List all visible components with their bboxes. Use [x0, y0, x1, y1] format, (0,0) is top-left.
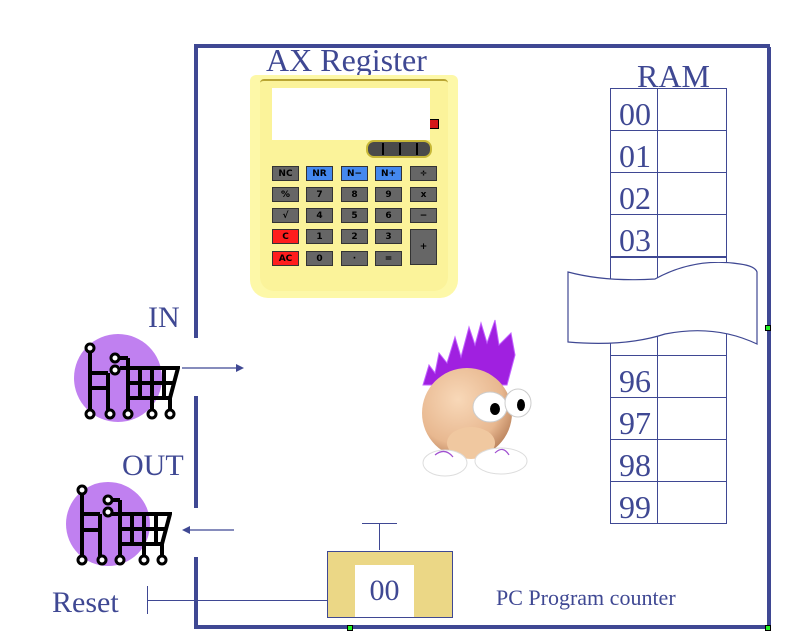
- ram-address-label: 02: [619, 180, 651, 216]
- calculator-key: 3: [375, 229, 402, 244]
- ax-register-display: [272, 88, 430, 140]
- reset-line: [147, 600, 327, 601]
- calculator-key: N+: [375, 166, 402, 181]
- ram-address-label: 01: [619, 138, 651, 174]
- selection-handle[interactable]: [765, 625, 771, 631]
- calculator-key: 2: [341, 229, 368, 244]
- calculator-key: AC: [272, 251, 299, 266]
- program-counter-label: PC Program counter: [496, 585, 676, 610]
- ram-address-label: 97: [619, 405, 651, 441]
- in-arrow: [182, 364, 244, 372]
- ram-address-label: 98: [619, 447, 651, 483]
- calculator-key: 8: [341, 187, 368, 202]
- in-label: IN: [148, 301, 180, 334]
- mascot-character-icon: [422, 319, 532, 477]
- calculator-key: C: [272, 229, 299, 244]
- out-label: OUT: [122, 449, 184, 482]
- ram-address-cell: [610, 481, 658, 524]
- calculator-key: 7: [306, 187, 333, 202]
- ram-value-cell: [657, 214, 727, 257]
- ram-value-cell: [657, 172, 727, 215]
- calculator-key: +: [410, 229, 437, 265]
- calculator-key: 1: [306, 229, 333, 244]
- calculator-slot: [366, 140, 432, 158]
- calculator-key: NC: [272, 166, 299, 181]
- calculator-indicator: [429, 119, 439, 129]
- ram-address-cell: [610, 172, 658, 215]
- cpu-frame-left-top: [194, 44, 198, 338]
- calculator-key: ÷: [410, 166, 437, 181]
- calculator-key: ·: [341, 251, 368, 266]
- ram-label: RAM: [637, 58, 710, 94]
- calculator-key: NR: [306, 166, 333, 181]
- cpu-frame-left-mid: [194, 396, 198, 508]
- ram-value-cell: [657, 397, 727, 440]
- calculator-key: 4: [306, 208, 333, 223]
- selection-handle[interactable]: [347, 625, 353, 631]
- calculator-key: √: [272, 208, 299, 223]
- ram-address-label: 03: [619, 222, 651, 258]
- cpu-frame-right: [767, 47, 771, 630]
- ram-value-cell: [657, 439, 727, 482]
- calculator-key: 9: [375, 187, 402, 202]
- ram-address-label: 99: [619, 489, 651, 525]
- cpu-frame-left-bottom: [194, 557, 198, 629]
- calculator-key: x: [410, 187, 437, 202]
- cpu-frame-bottom: [194, 625, 770, 629]
- ram-address-cell: [610, 355, 658, 398]
- calculator-key: %: [272, 187, 299, 202]
- ax-register-label: AX Register: [266, 42, 427, 78]
- calculator-key: −: [410, 208, 437, 223]
- selection-handle[interactable]: [765, 325, 771, 331]
- ram-address-label: 96: [619, 363, 651, 399]
- calculator-key: 5: [341, 208, 368, 223]
- calculator-key: 0: [306, 251, 333, 266]
- calculator-key: 6: [375, 208, 402, 223]
- ram-address-label: 00: [619, 96, 651, 132]
- pc-connector-stem: [379, 523, 380, 550]
- program-counter-value: 00: [355, 565, 414, 617]
- reset-label: Reset: [52, 586, 119, 619]
- calculator-key: N−: [341, 166, 368, 181]
- input-device-cart-icon: [74, 334, 180, 422]
- cpu-frame-top: [194, 44, 770, 48]
- ram-value-cell: [657, 355, 727, 398]
- ram-ellipsis-banner: [567, 262, 758, 345]
- output-device-cart-icon: [66, 482, 172, 566]
- out-arrow: [182, 526, 234, 534]
- ram-value-cell: [657, 88, 727, 131]
- calculator-key: =: [375, 251, 402, 266]
- ram-value-cell: [657, 130, 727, 173]
- ram-value-cell: [657, 481, 727, 524]
